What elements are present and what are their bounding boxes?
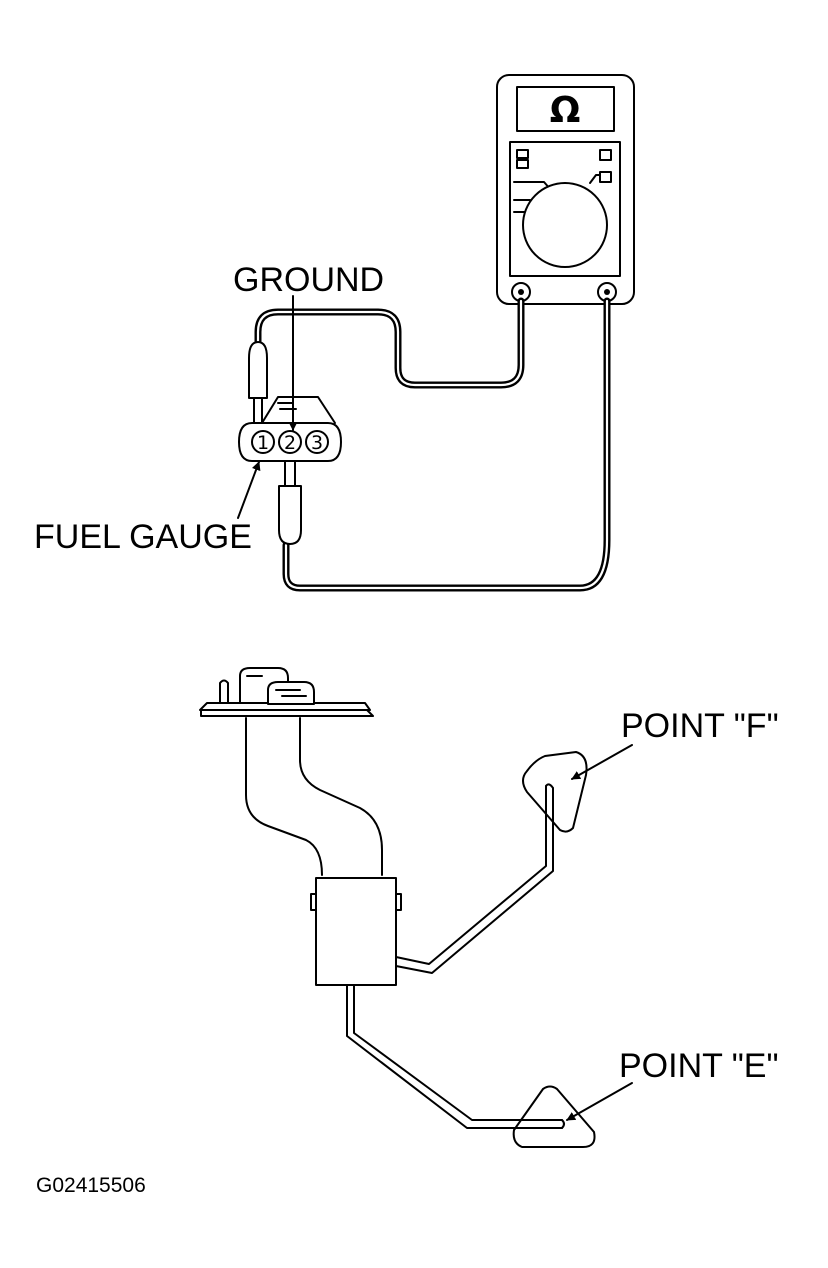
signal-lead-wire-core: [284, 299, 609, 590]
point-f-callout-arrow: [571, 744, 633, 780]
pin-2-number: 2: [284, 432, 296, 454]
pin-2-socket: [278, 430, 302, 454]
figure-code: G02415506: [36, 1174, 146, 1197]
fuel-pipe-left-edge: [245, 717, 323, 876]
range-marker-right-top: [599, 149, 612, 161]
gauge-housing: [315, 877, 397, 986]
ohm-symbol: Ω: [550, 90, 581, 131]
point-f-label: POINT "F": [621, 707, 779, 745]
range-marker-right: [599, 171, 612, 183]
selector-dial: [522, 182, 608, 268]
ground-probe: [248, 341, 268, 399]
jack-right-center: [604, 289, 610, 295]
float-arm-lower-end: [561, 1119, 565, 1129]
pin-3-socket: [305, 430, 329, 454]
jack-left-center: [518, 289, 524, 295]
ohmmeter-display: [516, 86, 615, 132]
float-arm-upper: [395, 785, 554, 974]
point-e-callout-arrow: [566, 1082, 633, 1121]
ground-label: GROUND: [233, 261, 385, 299]
electrical-connector-detail: [246, 675, 307, 697]
pin-3-number: 3: [311, 432, 323, 454]
range-marker-left: [516, 149, 529, 159]
electrical-connector-cap: [267, 681, 315, 705]
housing-tab-left: [310, 893, 317, 911]
housing-tab-right: [395, 893, 402, 911]
ohmmeter: Ω: [496, 74, 635, 305]
vent-tube: [219, 679, 229, 704]
fuel-gauge-label: FUEL GAUGE: [34, 518, 252, 556]
point-e-label: POINT "E": [619, 1047, 779, 1085]
range-marker-left-2: [516, 159, 529, 169]
pin-1-number: 1: [257, 432, 269, 454]
float-arm-upper-end: [545, 783, 554, 789]
connector-housing: [261, 396, 336, 424]
float-point-e: [512, 1085, 596, 1148]
dial-scale-marks: [513, 174, 601, 213]
pin-1-socket: [251, 430, 275, 454]
fuel-sender-unit: [199, 667, 596, 1148]
signal-probe: [278, 485, 302, 545]
connector: 1 2 3: [238, 396, 342, 462]
connector-face: [238, 422, 342, 462]
ground-lead-wire-core: [256, 299, 523, 387]
fuel-gauge-callout-arrow: [237, 461, 261, 519]
fuel-pipe-right-edge: [299, 717, 383, 876]
test-leads: [248, 297, 611, 592]
float-point-f: [522, 751, 588, 833]
